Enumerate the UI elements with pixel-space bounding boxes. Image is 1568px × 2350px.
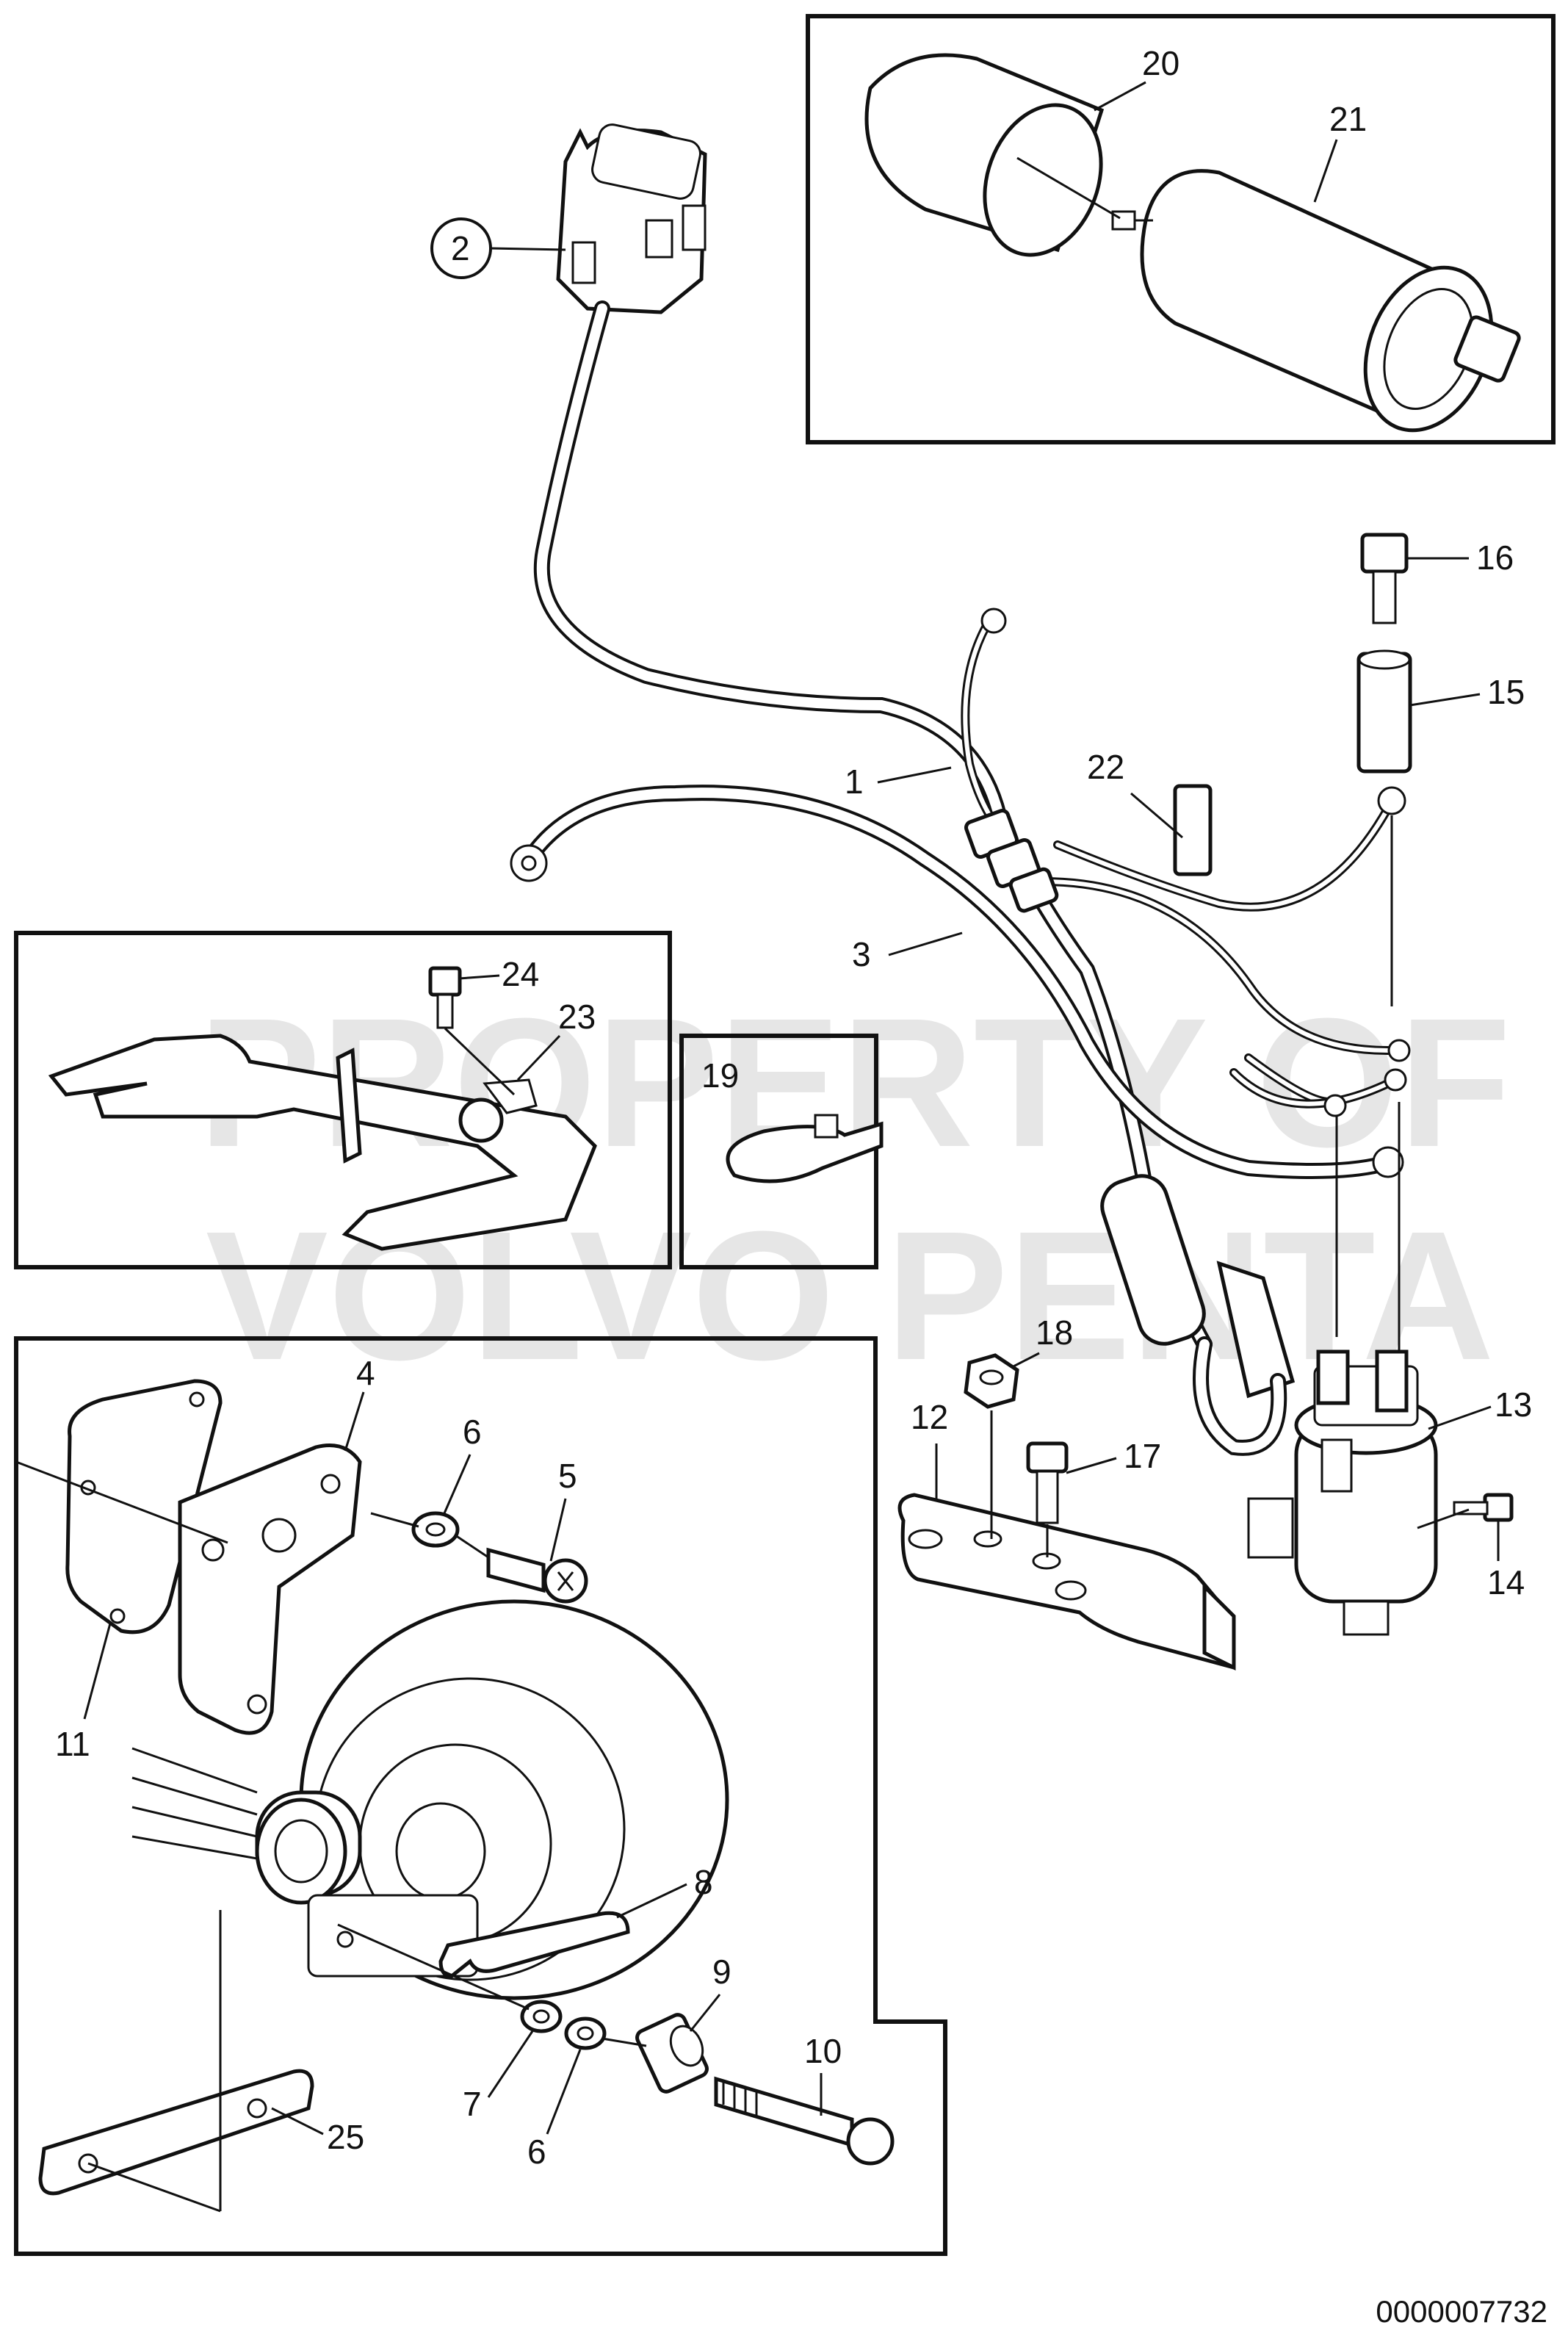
callout-6-top: 6 (463, 1413, 482, 1451)
inset-frame-left (14, 931, 672, 1269)
callout-10: 10 (804, 2032, 842, 2070)
callout-19: 19 (701, 1056, 739, 1095)
bolt-part-17 (1026, 1441, 1069, 1524)
leader-25 (271, 2107, 324, 2135)
solenoid-part-13 (1247, 1349, 1438, 1636)
leader-3 (888, 931, 963, 956)
relay-part-2 (556, 123, 707, 314)
leader-20 (1094, 81, 1146, 112)
leader-6-bottom (546, 2049, 582, 2135)
callout-21: 21 (1329, 100, 1367, 138)
callout-6-bottom: 6 (527, 2133, 546, 2171)
leader-9 (689, 1994, 721, 2032)
leader-22 (1130, 792, 1183, 839)
callout-15: 15 (1487, 673, 1525, 711)
callout-22: 22 (1087, 748, 1124, 786)
sleeve-part-20 (864, 53, 1105, 257)
axis-bracket-washer (370, 1512, 419, 1528)
clip-part-23 (458, 1097, 504, 1143)
callout-4: 4 (356, 1354, 375, 1392)
callout-23: 23 (558, 998, 596, 1036)
washer-part-6-top (411, 1511, 460, 1548)
plate-part-25 (38, 2069, 314, 2196)
callout-1: 1 (845, 763, 864, 801)
leader-2 (490, 247, 566, 251)
inset-cable-tie (679, 1034, 884, 1269)
sleeve-part-9 (635, 2013, 709, 2094)
callout-2-bubble: 2 (430, 217, 566, 279)
screw-part-14 (1453, 1493, 1514, 1522)
callout-9: 9 (712, 1953, 731, 1991)
callout-3: 3 (852, 935, 871, 973)
callout-14: 14 (1487, 1563, 1525, 1601)
callout-5: 5 (558, 1457, 577, 1495)
callout-18: 18 (1036, 1313, 1073, 1352)
spacer-part-15 (1356, 649, 1412, 774)
axis-alternator-washers (337, 1923, 530, 2011)
leader-4 (344, 1391, 365, 1452)
starter-motor-part-21 (1111, 169, 1521, 433)
inset-frame-small (679, 1034, 878, 1269)
callout-12: 12 (911, 1398, 948, 1436)
leader-6-top (443, 1454, 472, 1514)
inset-alternator (14, 1336, 947, 2256)
leader-21 (1313, 139, 1338, 203)
alternator (131, 1599, 729, 2000)
washer-part-6-bottom (564, 2016, 607, 2050)
inset-starter-motor: 20 21 (806, 14, 1556, 444)
leader-1 (877, 766, 952, 784)
axis-25-b (87, 2162, 221, 2213)
document-number: 0000007732 (1376, 2294, 1547, 2329)
leader-24 (458, 974, 500, 980)
bracket-part-12 (897, 1493, 1236, 1671)
callout-20: 20 (1142, 44, 1179, 82)
axis-11-4 (15, 1460, 228, 1544)
callout-8: 8 (694, 1863, 713, 1901)
axis-24-23 (444, 1027, 516, 1096)
leader-18 (1013, 1352, 1040, 1368)
inset-frame-top-right (806, 14, 1556, 444)
callout-7: 7 (463, 2085, 482, 2123)
bracket-part-4 (178, 1443, 362, 1735)
callout-17: 17 (1124, 1437, 1161, 1475)
nut-part-18 (964, 1353, 1019, 1409)
plate-part-11 (65, 1379, 223, 1634)
leader-15 (1409, 693, 1481, 707)
connector-part-22 (1173, 784, 1213, 876)
callout-2: 2 (451, 229, 470, 267)
leader-13 (1428, 1405, 1492, 1430)
leader-5 (549, 1498, 567, 1562)
leader-7 (487, 2030, 534, 2098)
callout-24: 24 (502, 955, 539, 993)
callout-16: 16 (1476, 538, 1514, 577)
leader-17 (1066, 1457, 1117, 1474)
bolt-part-5 (486, 1547, 588, 1604)
leader-11 (83, 1623, 112, 1720)
cable-part-3 (510, 785, 1404, 1179)
watermark: PROPERTY OF VOLVO PENTA (198, 980, 1511, 1398)
washer-part-7 (520, 2000, 563, 2033)
axis-14 (1417, 1508, 1470, 1529)
bolt-part-24 (428, 966, 462, 997)
callout-25: 25 (327, 2118, 364, 2156)
axis-washer-sleeve (601, 2037, 647, 2047)
bolt-part-16 (1360, 533, 1409, 624)
sleeve-axis-line (1016, 156, 1121, 220)
callout-11: 11 (55, 1725, 90, 1763)
inset-frame-bottom-left (14, 1336, 947, 2256)
leader-23 (516, 1034, 561, 1081)
callout-13: 13 (1495, 1385, 1532, 1424)
wiring-harness-part-1 (533, 300, 1411, 1456)
bolt-part-10 (714, 2076, 895, 2166)
axis-washer-bolt (455, 1534, 489, 1559)
inset-bracket-clip (14, 931, 672, 1269)
leader-8 (616, 1883, 687, 1919)
